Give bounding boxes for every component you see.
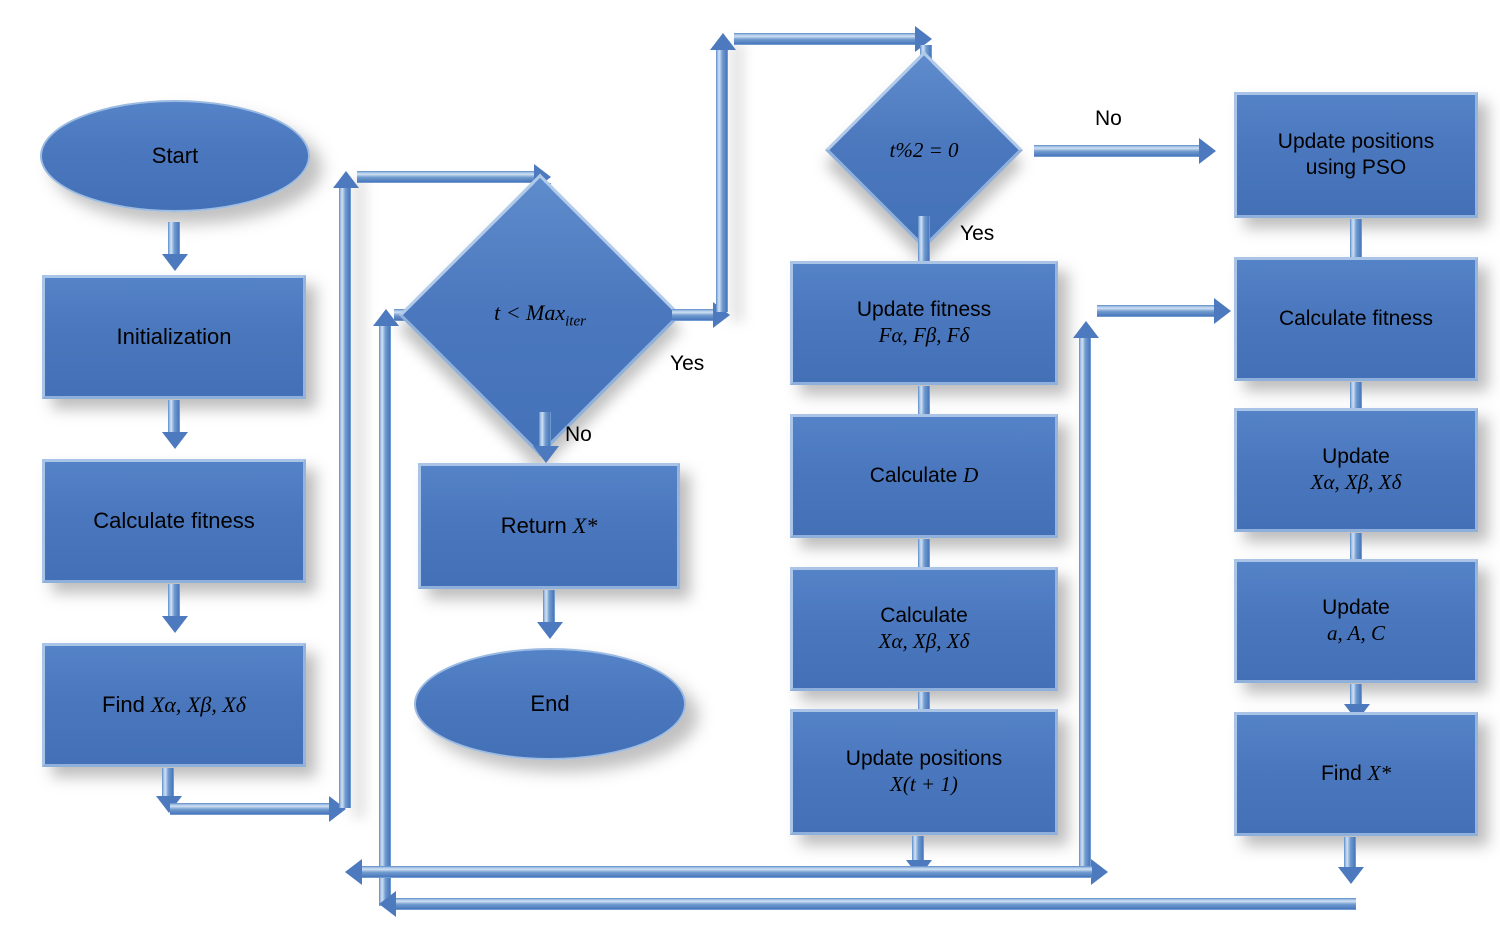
node-update-a-A-C-label: Update a, A, C [1316,595,1396,646]
update-pso-line2: using PSO [1305,156,1407,179]
node-start-label: Start [151,142,199,168]
edge-label-no-t-mod-2: No [1095,107,1122,130]
node-update-positions-pso[interactable]: Update positions using PSO [1234,92,1478,218]
edge-label-no-t-lt-max: No [565,423,592,446]
node-update-x-abd-right[interactable]: Update Xα, Xβ, Xδ [1234,408,1478,532]
node-update-fitness[interactable]: Update fitness Fα, Fβ, Fδ [790,261,1058,385]
node-calculate-d-label: Calculate D [864,463,985,489]
node-update-fitness-label: Update fitness Fα, Fβ, Fδ [851,297,997,348]
node-calculate-fitness-right-label: Calculate fitness [1278,307,1434,331]
node-return-x-star-label: Return X* [495,513,604,540]
update-positions-line1: Update positions [845,747,1003,771]
update-xabd-line2: Xα, Xβ, Xδ [1310,470,1402,494]
node-decision-t-mod-2-label: t%2 = 0 [889,137,959,162]
edge-label-yes-t-lt-max: Yes [670,352,705,375]
node-calculate-fitness-left-label: Calculate fitness [93,507,255,533]
calculate-xabd-line2: Xα, Xβ, Xδ [878,629,970,653]
return-prefix: Return [500,512,567,538]
find-xstar-math: X* [1367,761,1392,786]
node-calculate-x-abd-label: Calculate Xα, Xβ, Xδ [873,603,976,654]
find-prefix: Find [102,691,145,717]
calculate-xabd-line1: Calculate [880,604,968,628]
node-decision-t-mod-2[interactable]: t%2 = 0 [825,51,1023,249]
node-update-positions-label: Update positions X(t + 1) [840,746,1008,797]
node-update-positions[interactable]: Update positions X(t + 1) [790,709,1058,835]
node-start[interactable]: Start [40,100,310,212]
node-calculate-d[interactable]: Calculate D [790,414,1058,538]
update-positions-line2: X(t + 1) [890,772,958,796]
update-aac-line2: a, A, C [1327,621,1385,645]
node-end-label: End [530,690,570,716]
node-find-x-star-right[interactable]: Find X* [1234,712,1478,836]
return-math: X* [572,512,598,538]
node-calculate-fitness-left[interactable]: Calculate fitness [42,459,306,583]
node-update-x-abd-right-label: Update Xα, Xβ, Xδ [1305,444,1408,495]
update-aac-line1: Update [1322,596,1390,620]
find-xstar-prefix: Find [1320,762,1362,786]
calculate-d-math: D [963,463,979,488]
node-calculate-fitness-right[interactable]: Calculate fitness [1234,257,1478,381]
update-xabd-line1: Update [1322,445,1390,469]
node-decision-t-lt-max-iter[interactable]: t < Maxiter [398,173,682,457]
node-decision-t-lt-max-iter-label: t < Maxiter [494,299,586,330]
update-fitness-line1: Update fitness [856,298,992,322]
node-update-a-A-C[interactable]: Update a, A, C [1234,559,1478,683]
node-return-x-star[interactable]: Return X* [418,463,680,589]
node-find-x-abd-label: Find Xα, Xβ, Xδ [96,692,252,719]
node-calculate-x-abd[interactable]: Calculate Xα, Xβ, Xδ [790,567,1058,691]
node-initialization-label: Initialization [116,323,232,349]
shadow-band [730,42,744,322]
node-end[interactable]: End [414,648,686,760]
node-update-positions-pso-label: Update positions using PSO [1272,129,1440,180]
node-find-x-abd[interactable]: Find Xα, Xβ, Xδ [42,643,306,767]
shadow-band [352,178,366,818]
node-find-x-star-right-label: Find X* [1315,761,1397,787]
node-initialization[interactable]: Initialization [42,275,306,399]
update-pso-line1: Update positions [1277,130,1435,154]
calculate-d-prefix: Calculate [869,464,958,488]
edge-label-yes-t-mod-2: Yes [960,222,995,245]
update-fitness-line2: Fα, Fβ, Fδ [878,323,970,347]
find-math: Xα, Xβ, Xδ [150,691,246,717]
